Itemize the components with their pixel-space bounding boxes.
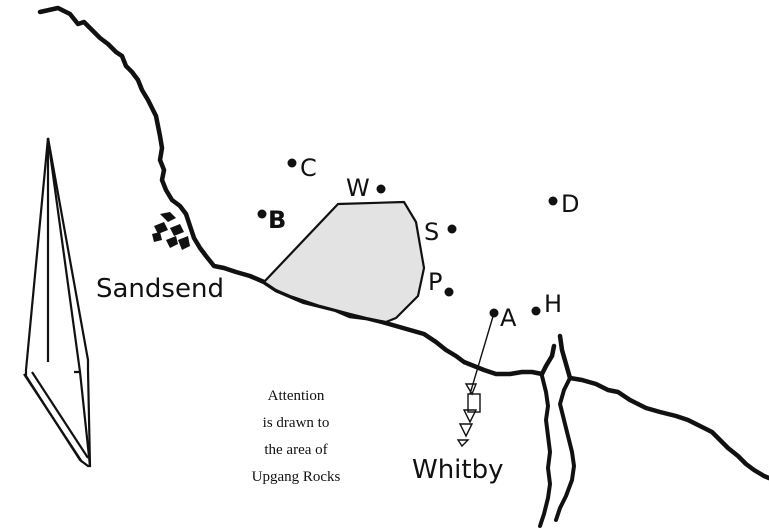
coastline [37, 5, 557, 377]
point-s-label: S [424, 218, 439, 246]
point-w-label: W [346, 174, 370, 202]
point-p-dot [444, 287, 454, 297]
north-arrow-icon [23, 137, 92, 468]
point-s-dot [447, 224, 457, 234]
river-esk-west-bank [538, 374, 552, 528]
sandsend-building-icons [152, 212, 190, 250]
point-p-label: P [428, 268, 442, 296]
town-whitby-label: Whitby [412, 455, 504, 485]
note-line-3: the area of [264, 442, 328, 458]
annotation-note: Attention is drawn to the area of Upgang… [226, 383, 366, 491]
note-line-1: Attention [267, 388, 325, 404]
point-h-dot [531, 306, 541, 316]
town-sandsend-label: Sandsend [96, 274, 224, 304]
point-c-dot [287, 158, 297, 168]
river-esk-east-bank [554, 376, 576, 522]
note-line-4: Upgang Rocks [251, 469, 341, 485]
point-c-label: C [300, 154, 317, 182]
point-b-label: B [268, 206, 286, 234]
point-d-label: D [561, 190, 579, 218]
shaded-area [262, 200, 426, 324]
note-line-2: is drawn to [262, 415, 330, 431]
point-d-dot [548, 196, 558, 206]
point-b-dot [257, 209, 267, 219]
point-h-label: H [544, 290, 562, 318]
whitby-abbey-icon [456, 312, 495, 448]
point-a-label: A [500, 304, 517, 332]
coastline-east [557, 333, 769, 481]
point-w-dot [376, 184, 386, 194]
